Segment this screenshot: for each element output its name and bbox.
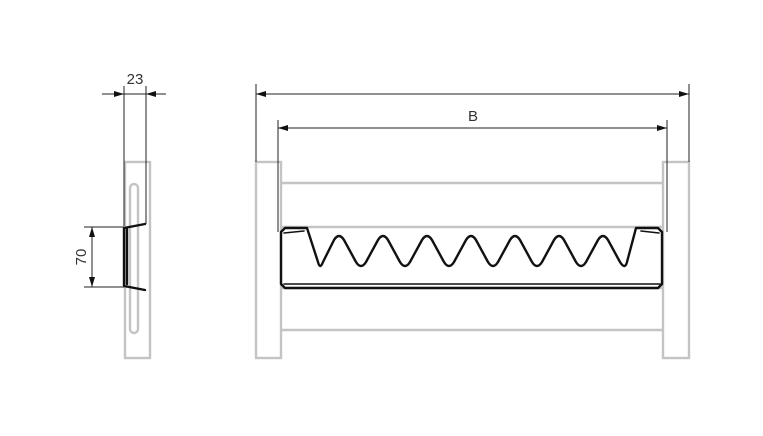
- corrugated-profile-outer: [279, 226, 664, 290]
- dim-70-arrow-bottom: [89, 277, 95, 287]
- dim-b-label: B: [468, 108, 478, 125]
- dim-70-label: 70: [73, 249, 90, 266]
- dim-b-arrow-left: [278, 125, 288, 131]
- front-view: B: [254, 84, 691, 360]
- side-profile-section: [122, 222, 147, 292]
- dim-23-arrow-right: [146, 91, 156, 97]
- side-rail-slot: [128, 182, 140, 335]
- dim-23-arrow-left: [114, 91, 124, 97]
- dim-23-label: 23: [127, 71, 144, 88]
- side-view: 23 70: [73, 71, 166, 360]
- dim-b-arrow-right: [657, 125, 667, 131]
- dim-70-arrow-top: [89, 227, 95, 237]
- dim-outer-arrow-right: [679, 91, 689, 97]
- dim-outer-arrow-left: [256, 91, 266, 97]
- left-post: [254, 160, 283, 360]
- corrugated-profile-inner: [283, 230, 661, 285]
